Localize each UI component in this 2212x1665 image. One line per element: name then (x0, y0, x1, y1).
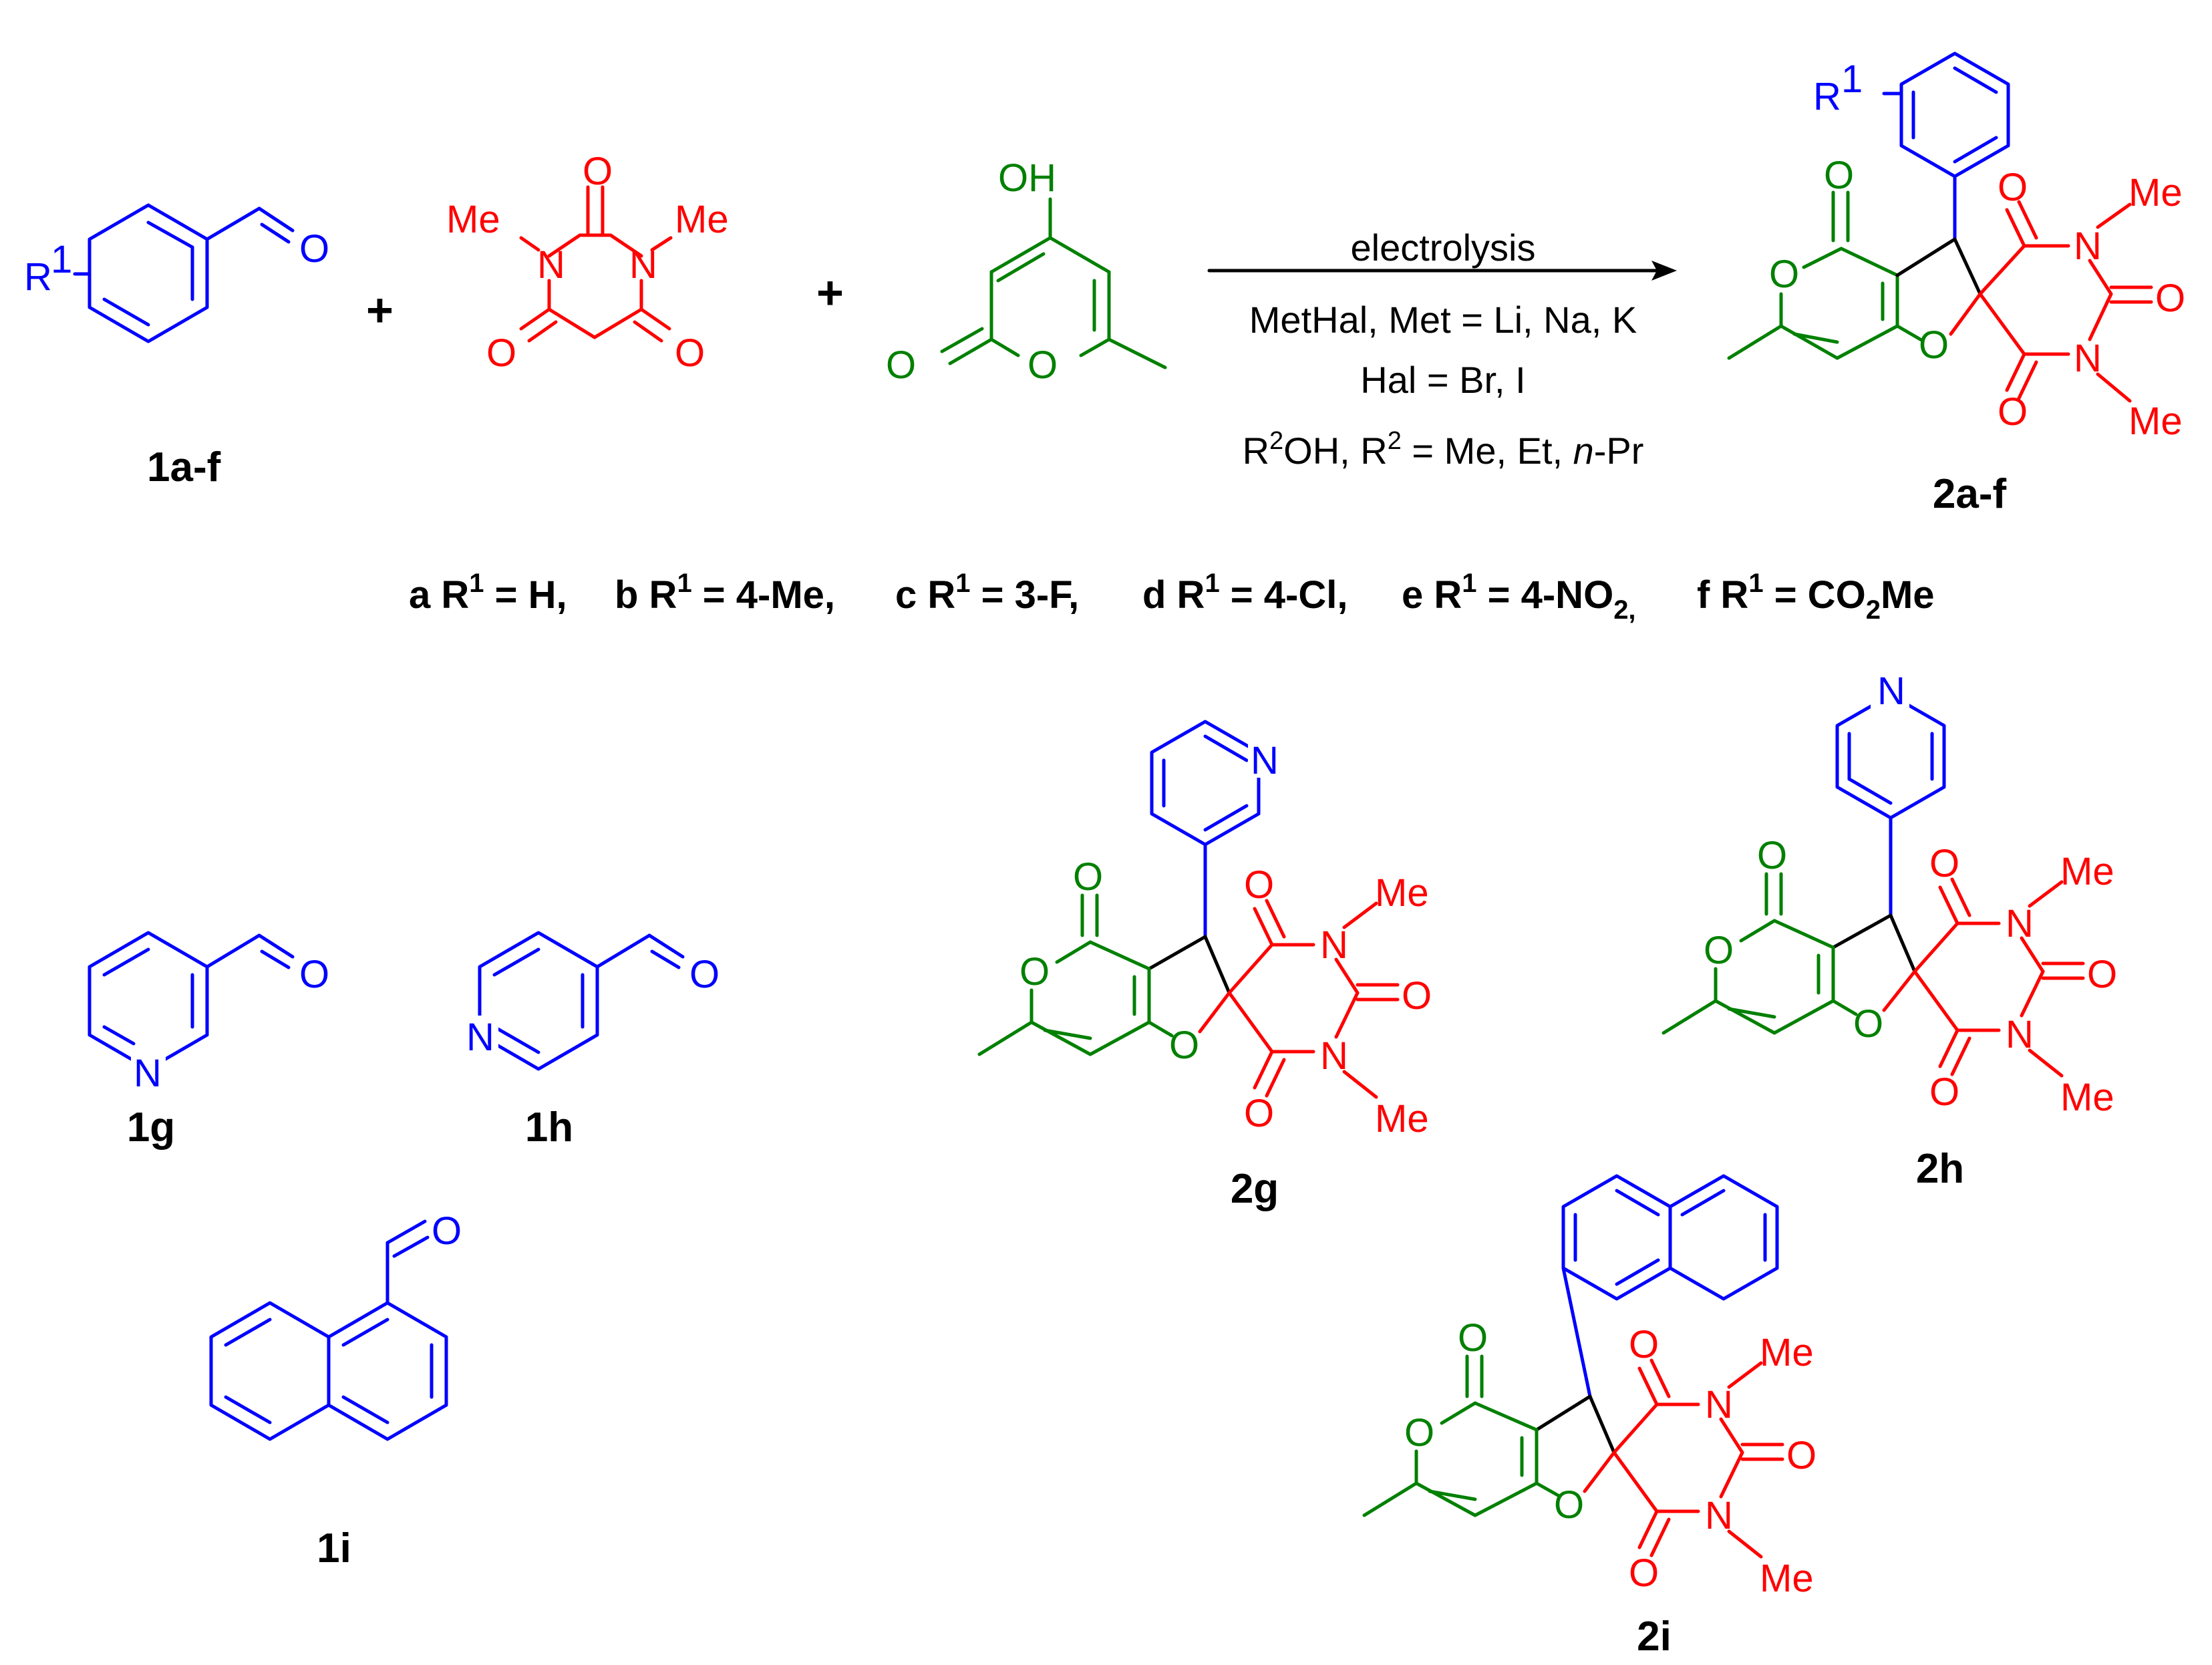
compound-1h-structure: N O (461, 931, 720, 1071)
atom-o: O (1244, 1092, 1274, 1135)
atom-n: N (1320, 923, 1348, 967)
atom-me: Me (2060, 850, 2114, 893)
substituent-e: e R1 = 4-NO2, (1402, 569, 1636, 625)
atom-o: O (1824, 154, 1854, 197)
atom-n: N (1320, 1034, 1348, 1078)
atom-o: O (2087, 953, 2117, 996)
atom-o: O (1458, 1316, 1488, 1360)
atom-o: O (486, 331, 516, 375)
atom-o: O (1704, 929, 1734, 972)
atom-me: Me (2128, 171, 2183, 214)
condition-alcohol: R2OH, R2 = Me, Et, n-Pr (1243, 427, 1644, 472)
atom-o: O (299, 953, 329, 996)
pyranone-structure: OH O O (886, 156, 1167, 387)
atom-r: R (1813, 75, 1841, 118)
compound-1af-structure: O R 1 (24, 203, 329, 343)
compound-label-1af: 1a-f (147, 444, 221, 490)
atom-o: O (1402, 974, 1432, 1018)
compound-1g-structure: N O (88, 931, 329, 1095)
atom-me: Me (1375, 1097, 1429, 1141)
atom-me: Me (446, 198, 500, 241)
atom-o: O (1629, 1551, 1659, 1595)
atom-n: N (629, 243, 657, 287)
atom-o: O (1404, 1411, 1434, 1455)
atom-n: N (134, 1052, 162, 1095)
atom-o: O (1244, 863, 1274, 907)
condition-metal-halide: MetHal, Met = Li, Na, K (1249, 299, 1637, 341)
compound-2af-structure: R 1 O O O O (1727, 51, 2185, 443)
plus-sign: + (366, 284, 393, 336)
atom-oh: OH (998, 156, 1056, 200)
atom-o: O (1919, 323, 1949, 367)
plus-sign: + (816, 267, 844, 319)
atom-n: N (2074, 224, 2102, 268)
condition-electrolysis: electrolysis (1351, 226, 1536, 269)
substituent-b: b R1 = 4-Me, (615, 569, 835, 617)
barbituric-acid-structure: N N O O O Me Me (446, 150, 729, 375)
atom-n: N (2074, 337, 2102, 380)
atom-o: O (1554, 1483, 1584, 1527)
atom-r: R (24, 255, 52, 299)
atom-n: N (1705, 1383, 1733, 1426)
atom-o: O (1028, 343, 1058, 387)
atom-o: O (1786, 1434, 1816, 1477)
atom-o: O (886, 343, 916, 387)
atom-o: O (1929, 1070, 1959, 1114)
atom-me: Me (2128, 400, 2183, 443)
atom-o: O (2155, 277, 2185, 320)
compound-2g-structure: N O O O O N O N O (977, 720, 1432, 1141)
substituent-list: a R1 = H, b R1 = 4-Me, c R1 = 3-F, d R1 … (409, 569, 1935, 625)
condition-halide: Hal = Br, I (1360, 359, 1525, 401)
compound-label-2g: 2g (1231, 1166, 1279, 1212)
compound-label-1g: 1g (127, 1104, 175, 1151)
compound-label-2h: 2h (1916, 1146, 1964, 1192)
atom-o: O (1929, 842, 1959, 885)
substituent-a: a R1 = H, (409, 569, 567, 617)
atom-me: Me (1375, 871, 1429, 915)
atom-me: Me (1760, 1331, 1814, 1374)
compound-label-1i: 1i (317, 1525, 351, 1571)
atom-o: O (583, 150, 613, 193)
compound-label-2i: 2i (1637, 1614, 1672, 1660)
atom-o: O (1169, 1024, 1199, 1067)
atom-n: N (1251, 739, 1279, 782)
atom-r-superscript: 1 (51, 238, 72, 281)
atom-o: O (1998, 390, 2028, 434)
substituent-c: c R1 = 3-F, (895, 569, 1079, 617)
atom-o: O (1019, 950, 1050, 994)
compound-2h-structure: N O O O O N O N O (1662, 668, 2117, 1119)
atom-o: O (299, 227, 329, 271)
atom-n: N (1877, 669, 1905, 713)
atom-r-superscript: 1 (1841, 57, 1863, 101)
atom-o: O (675, 331, 705, 375)
substituent-d: d R1 = 4-Cl, (1142, 569, 1348, 617)
atom-n: N (2006, 1013, 2034, 1056)
compound-label-1h: 1h (525, 1104, 573, 1151)
atom-me: Me (1760, 1557, 1814, 1600)
atom-o: O (1629, 1323, 1659, 1366)
atom-me: Me (2060, 1076, 2114, 1119)
atom-n: N (2006, 902, 2034, 945)
compound-2i-structure: O O O O N O N O Me Me (1362, 1174, 1816, 1600)
substituent-f: f R1 = CO2Me (1697, 569, 1935, 625)
atom-o: O (1757, 834, 1787, 877)
atom-o: O (1769, 253, 1799, 296)
atom-n: N (466, 1016, 494, 1059)
atom-n: N (1705, 1494, 1733, 1537)
atom-n: N (537, 243, 565, 287)
atom-o: O (689, 953, 720, 996)
atom-o: O (1073, 855, 1103, 899)
atom-o: O (1998, 166, 2028, 209)
compound-label-2af: 2a-f (1933, 471, 2007, 517)
atom-me: Me (675, 198, 729, 241)
atom-o: O (432, 1209, 462, 1253)
atom-o: O (1853, 1002, 1883, 1046)
compound-1i-structure: O (209, 1209, 462, 1441)
reaction-arrow (1207, 261, 1677, 281)
